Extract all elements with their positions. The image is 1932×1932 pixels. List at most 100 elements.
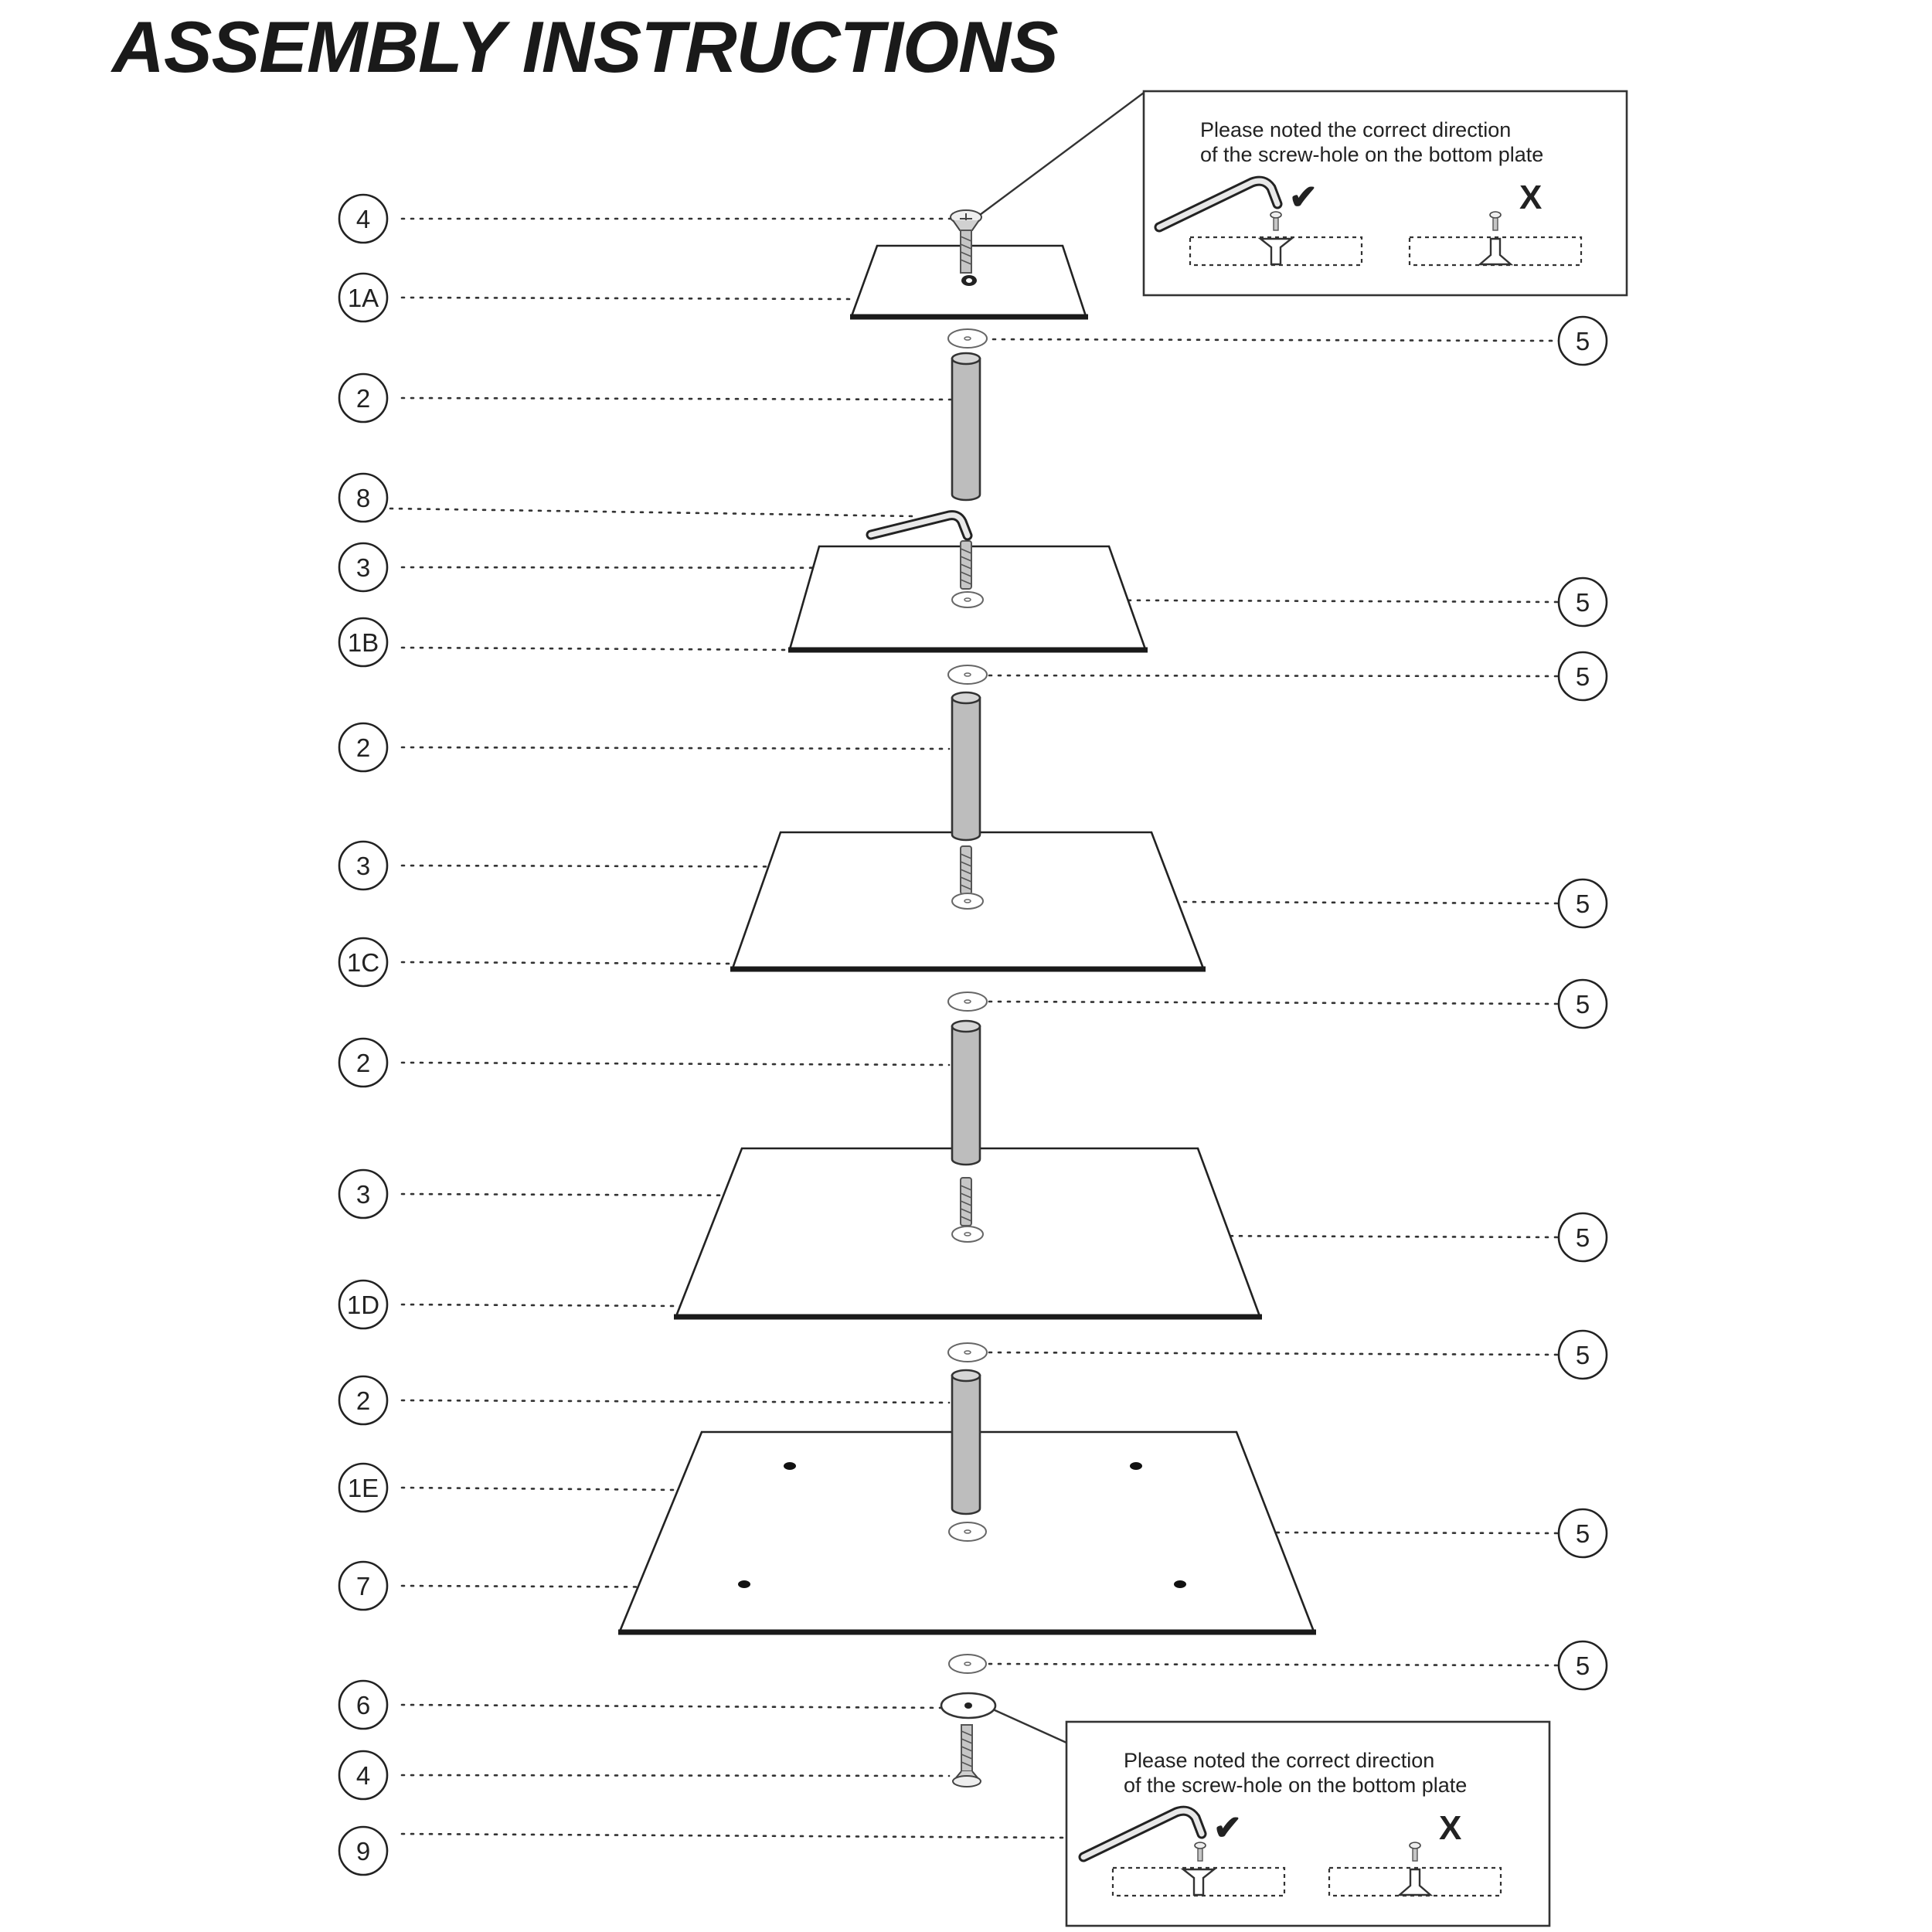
threaded-screw [960, 845, 972, 895]
leader-line [389, 507, 917, 518]
leader-line [400, 296, 852, 301]
part-callout: 5 [1557, 1508, 1608, 1559]
note-text-line1: Please noted the correct direction [1124, 1749, 1434, 1772]
plate-wrong-icon [1328, 1866, 1502, 1897]
part-callout: 5 [1557, 878, 1608, 929]
leader-line [400, 746, 951, 750]
washer [947, 665, 988, 685]
svg-text:5: 5 [1576, 889, 1590, 918]
svg-text:3: 3 [356, 553, 370, 582]
rod-part-2 [951, 691, 981, 842]
part-callout: 8 [338, 472, 389, 523]
countersink-correct-icon [1180, 1868, 1217, 1896]
check-mark-icon: ✔ [1213, 1809, 1242, 1847]
washer [948, 1654, 987, 1674]
leader-line [400, 1486, 682, 1492]
part-callout: 3 [338, 542, 389, 593]
washer [951, 591, 984, 608]
svg-text:5: 5 [1576, 1341, 1590, 1369]
cross-mark-icon: X [1439, 1809, 1461, 1847]
svg-text:8: 8 [356, 484, 370, 512]
check-mark-icon: ✔ [1289, 179, 1318, 216]
svg-text:3: 3 [356, 852, 370, 880]
screw-small-icon [1270, 211, 1282, 231]
part-callout: 6 [338, 1679, 389, 1730]
svg-text:5: 5 [1576, 1651, 1590, 1680]
callout-circles: 4 1A 5 2 8 3 5 1B 5 2 3 5 1C 5 2 3 5 1D … [338, 193, 1608, 1876]
countersunk-screw-bottom [951, 1724, 982, 1787]
cross-mark-icon: X [1519, 179, 1542, 216]
leader-line [992, 338, 1561, 342]
note-text-line2: of the screw-hole on the bottom plate [1124, 1774, 1467, 1797]
screw-small-icon [1489, 211, 1502, 231]
part-callout: 7 [338, 1560, 389, 1611]
svg-text:2: 2 [356, 733, 370, 762]
svg-text:5: 5 [1576, 662, 1590, 691]
plate-correct-icon [1111, 1866, 1286, 1897]
washer [948, 1522, 987, 1542]
allen-key [866, 510, 973, 541]
part-callout: 2 [338, 1375, 389, 1426]
svg-text:2: 2 [356, 384, 370, 413]
part-callout: 1B [338, 617, 389, 668]
note-connector [992, 1708, 1067, 1744]
countersunk-screw-top [950, 209, 982, 274]
part-callout: 5 [1557, 1329, 1608, 1380]
part-callout: 9 [338, 1825, 389, 1876]
washer [947, 992, 988, 1012]
part-callout: 3 [338, 1168, 389, 1219]
base-disc [940, 1692, 997, 1719]
part-callout: 5 [1557, 651, 1608, 702]
svg-text:1D: 1D [347, 1291, 379, 1319]
leader-line [400, 1399, 951, 1404]
screw-small-icon [1194, 1842, 1206, 1862]
leader-line [400, 1774, 951, 1777]
part-callout: 5 [1557, 978, 1608, 1029]
part-callout: 5 [1557, 577, 1608, 628]
leader-line [400, 646, 798, 651]
allen-key-icon [1078, 1805, 1207, 1862]
svg-text:5: 5 [1576, 1223, 1590, 1252]
leader-line [400, 1061, 951, 1066]
svg-text:1E: 1E [348, 1474, 379, 1502]
part-callout: 4 [338, 193, 389, 244]
note-text-line1: Please noted the correct direction [1200, 118, 1511, 141]
part-callout: 5 [1557, 315, 1608, 366]
svg-text:1A: 1A [348, 284, 379, 312]
part-callout: 1C [338, 937, 389, 988]
leader-line [400, 1832, 1076, 1839]
leader-line [400, 396, 952, 401]
plate-1a [850, 244, 1088, 320]
rod-part-2 [951, 1369, 981, 1515]
part-callout: 2 [338, 722, 389, 773]
countersink-wrong-icon [1477, 237, 1514, 266]
washer [947, 1342, 988, 1362]
part-callout: 2 [338, 372, 389, 423]
plate-correct-icon [1189, 236, 1363, 267]
svg-text:4: 4 [356, 1761, 370, 1790]
part-callout: 5 [1557, 1640, 1608, 1691]
threaded-screw [960, 540, 972, 590]
svg-text:2: 2 [356, 1049, 370, 1077]
note-box-bottom: Please noted the correct direction of th… [1065, 1720, 1551, 1927]
plate-wrong-icon [1408, 236, 1583, 267]
part-callout: 1A [338, 272, 389, 323]
washer [951, 893, 984, 910]
svg-text:5: 5 [1576, 588, 1590, 617]
note-connector [979, 92, 1145, 216]
leader-line [988, 674, 1561, 678]
leader-line [978, 1233, 1561, 1239]
threaded-screw [960, 1177, 972, 1226]
rod-part-2 [951, 352, 981, 502]
leader-line [400, 566, 968, 570]
svg-text:5: 5 [1576, 327, 1590, 355]
leader-line [978, 598, 1561, 604]
countersink-wrong-icon [1396, 1868, 1434, 1896]
svg-text:5: 5 [1576, 1519, 1590, 1548]
screw-small-icon [1409, 1842, 1421, 1862]
svg-text:5: 5 [1576, 990, 1590, 1019]
svg-text:4: 4 [356, 205, 370, 233]
part-callout: 2 [338, 1037, 389, 1088]
svg-text:3: 3 [356, 1180, 370, 1209]
